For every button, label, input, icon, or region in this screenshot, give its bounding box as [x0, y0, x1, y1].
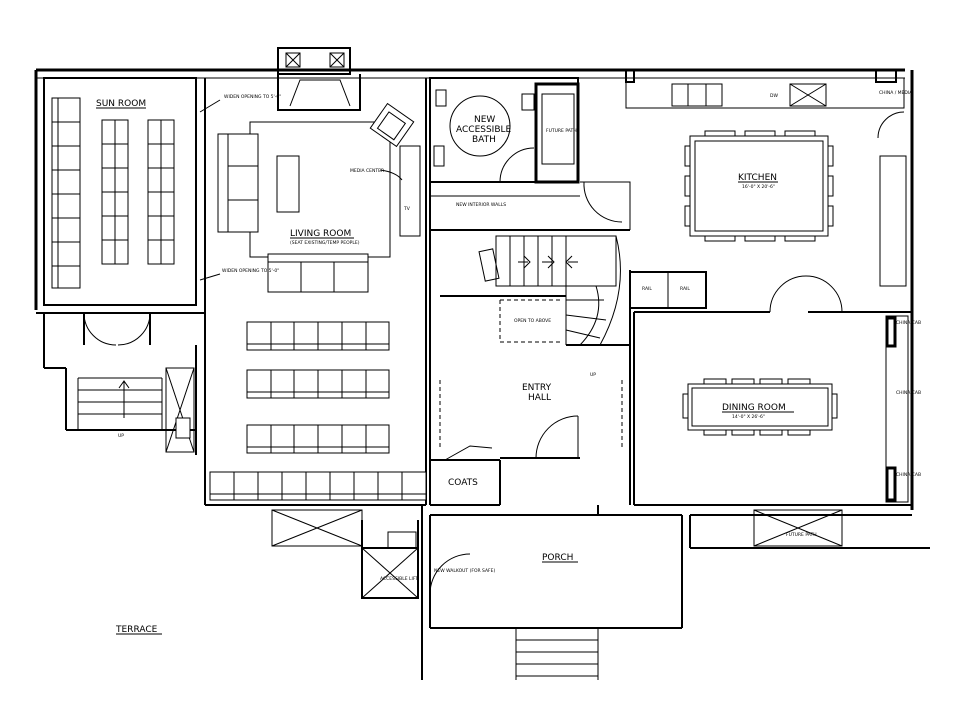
up-label-hall: UP — [590, 372, 596, 378]
kitchen-island — [684, 130, 834, 242]
china-media-label: CHINA / MEDIA — [879, 90, 913, 96]
new-walkout-note: NEW WALKOUT (FOR SAFE) — [434, 568, 495, 574]
living-room-label: LIVING ROOM — [290, 229, 351, 239]
sun-room-french-doors — [83, 312, 151, 346]
sun-room-seating-left — [51, 97, 81, 289]
entry — [430, 415, 580, 506]
dishwasher-label: DW — [770, 93, 778, 99]
dining-room-label: DINING ROOM — [722, 403, 786, 413]
open-to-above-note: OPEN TO ABOVE — [514, 318, 551, 324]
rail-label-2: RAIL — [680, 286, 690, 292]
widen-opening-note-1: WIDEN OPENING TO 5'-0" — [224, 94, 281, 100]
dining-table — [682, 378, 838, 436]
china-cab-3: CHINA CAB — [896, 472, 921, 478]
accessible-lift-label: ACCESSIBLE LIFT — [380, 576, 418, 582]
window-seat-label: FUTURE PATH — [786, 532, 817, 538]
living-seating-row-3 — [246, 424, 390, 454]
dining-dims: 14'-0" X 26'-6" — [732, 414, 765, 420]
armchair — [369, 102, 415, 148]
bath-label-line1: NEW — [474, 115, 495, 125]
west-steps: UP — [43, 313, 197, 455]
sun-room-seating-middle — [101, 119, 129, 265]
bath-label-line2: ACCESSIBLE — [456, 125, 512, 135]
living-room-note: (SEAT EXISTING/TEMP PEOPLE) — [290, 240, 360, 246]
kitchen-dims: 16'-0" X 20'-6" — [742, 184, 775, 190]
terrace-label: TERRACE — [115, 625, 158, 635]
china-cab-1: CHINA CAB — [896, 320, 921, 326]
bath-label-line3: BATH — [472, 135, 496, 145]
sofa-left — [217, 133, 259, 233]
living-seating-row-1 — [246, 321, 390, 351]
dining-room: CHINA CAB CHINA CAB CHINA CAB FUTURE PAT… — [633, 312, 921, 547]
coffee-table — [276, 155, 300, 213]
porch: NEW WALKOUT (FOR SAFE) ACCESSIBLE LIFT — [361, 505, 683, 680]
media-center — [399, 145, 421, 237]
up-label-west: UP — [118, 433, 124, 439]
coats-label: COATS — [448, 478, 478, 488]
tv-label: TV — [403, 206, 411, 212]
sun-room-seating-right — [147, 119, 175, 265]
sun-room-label: SUN ROOM — [96, 99, 146, 109]
sun-room — [36, 77, 205, 346]
new-interior-walls-note: NEW INTERIOR WALLS — [456, 202, 506, 208]
fireplace — [277, 47, 361, 111]
porch-label: PORCH — [542, 553, 573, 563]
entry-hall-label-2: HALL — [528, 393, 551, 403]
kitchen: DW CHINA / MEDIA RAIL RAIL — [625, 69, 913, 313]
living-room: TV MEDIA CENTER — [199, 47, 427, 547]
kitchen-label: KITCHEN — [738, 173, 777, 183]
widen-opening-note-2: WIDEN OPENING TO 5'-0" — [222, 268, 279, 274]
sofa-bottom — [267, 253, 369, 293]
entry-hall-label-1: ENTRY — [522, 383, 552, 393]
stair-hall: OPEN TO ABOVE UP NEW INTERIOR WALLS — [429, 181, 631, 505]
rail-label-1: RAIL — [642, 286, 652, 292]
living-seating-row-2 — [246, 369, 390, 399]
walkin-shower-label: FUTURE PATH — [546, 128, 577, 134]
media-center-label: MEDIA CENTER — [350, 168, 384, 174]
living-seating-row-back — [209, 471, 427, 501]
china-cab-2: CHINA CAB — [896, 390, 921, 396]
accessible-bath: FUTURE PATH — [429, 77, 580, 184]
